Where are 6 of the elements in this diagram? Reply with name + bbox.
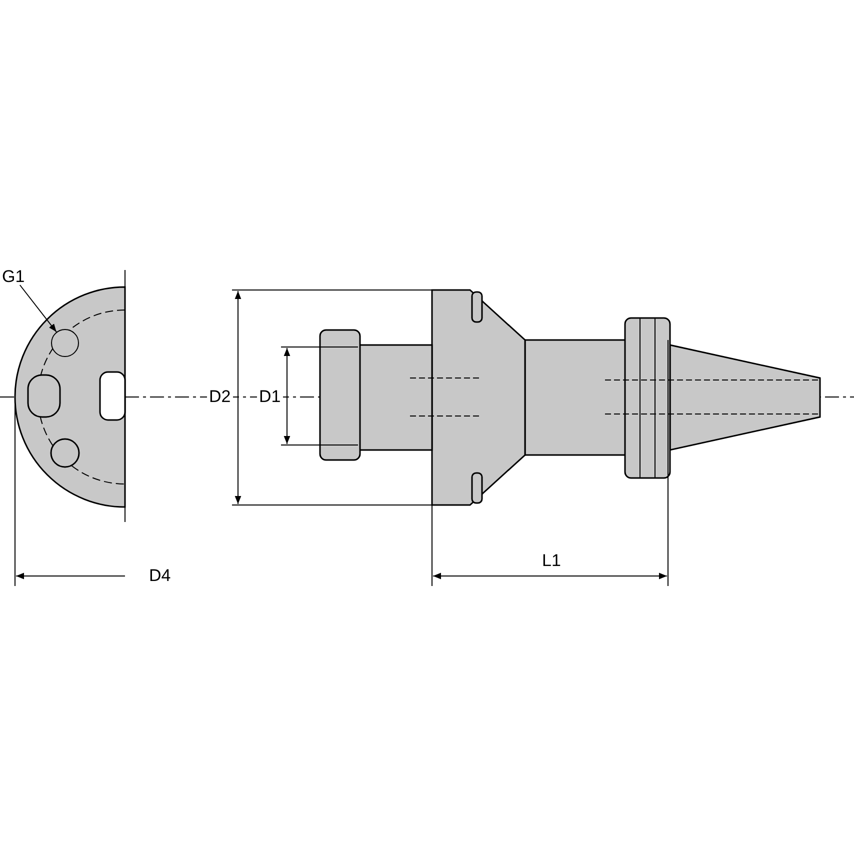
dimension-label: L1: [540, 552, 563, 569]
dimension-label: D2: [207, 388, 233, 405]
dimension-label: D1: [257, 388, 283, 405]
dimension-label: D4: [147, 567, 173, 584]
callout-label: G1: [0, 268, 27, 285]
leader-line: [19, 284, 57, 332]
